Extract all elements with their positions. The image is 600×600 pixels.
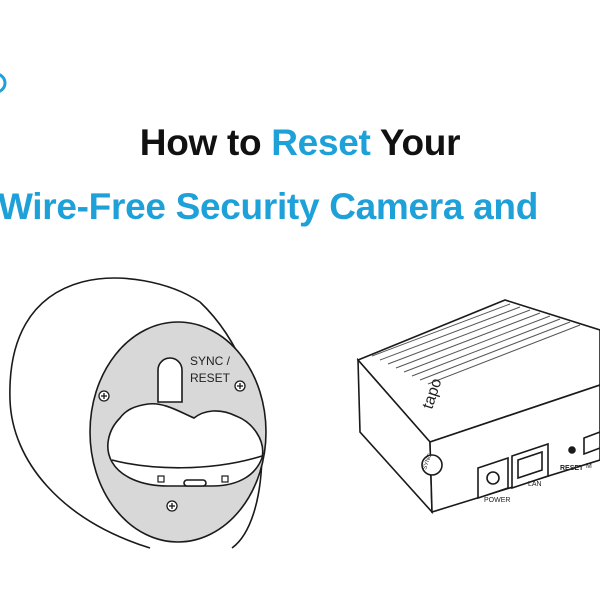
headline-line-2: Wire-Free Security Camera and xyxy=(0,186,539,227)
hub-reset-label: RESET xyxy=(560,465,584,472)
hub-micro-label: M xyxy=(586,463,592,470)
headline-prefix: How to xyxy=(139,122,272,163)
headline-suffix: Your xyxy=(370,122,461,163)
camera-reset-label: RESET xyxy=(190,371,231,385)
headline-accent: Reset xyxy=(271,122,371,163)
tapo-logo-icon xyxy=(0,73,7,93)
hub-illustration xyxy=(356,299,600,515)
hub-power-label: POWER xyxy=(484,497,510,504)
headline-line-1: How to Reset Your xyxy=(0,122,600,164)
camera-illustration xyxy=(8,277,290,549)
camera-sync-label: SYNC / xyxy=(190,354,231,368)
hub-sync-label: SYNC xyxy=(422,452,434,470)
hub-lan-label: LAN xyxy=(528,481,542,488)
